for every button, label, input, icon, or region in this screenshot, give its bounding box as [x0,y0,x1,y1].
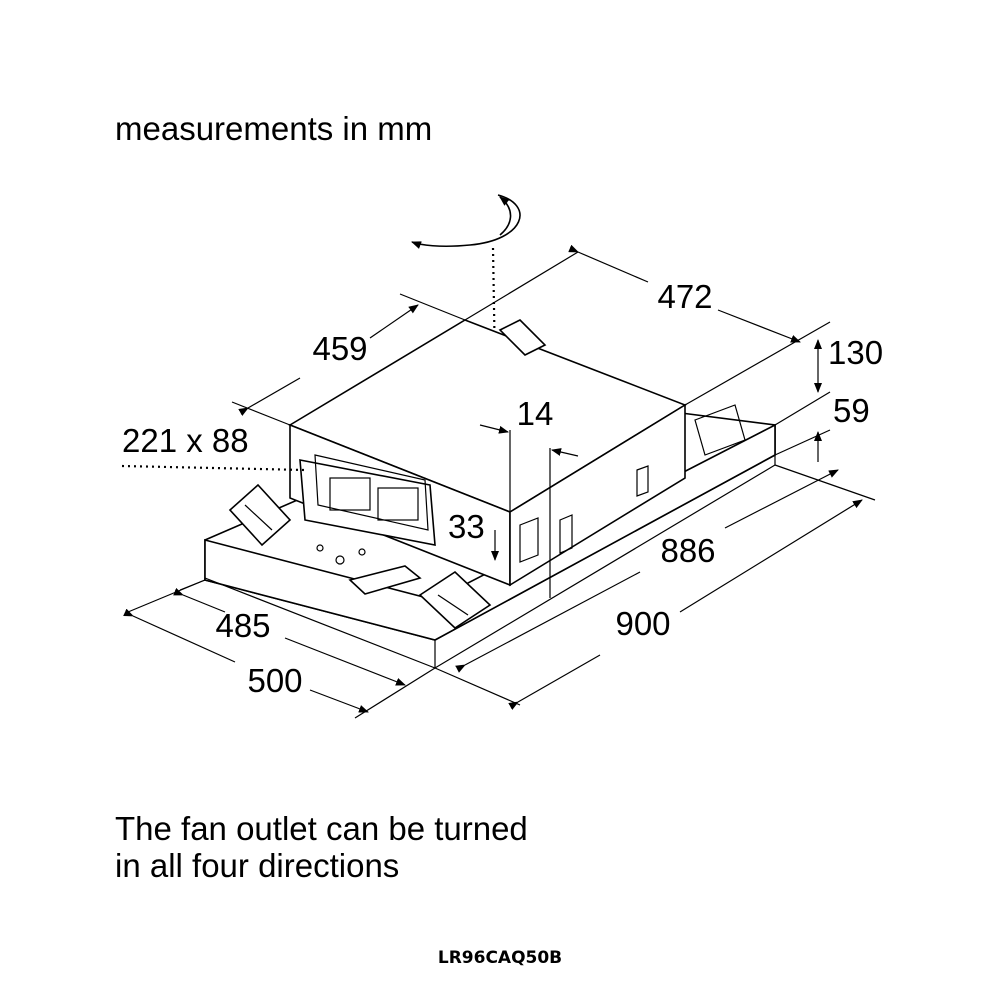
measurements-heading: measurements in mm [115,110,433,147]
dim-label-900: 900 [615,605,670,642]
dim-inner-length: 886 [455,469,839,673]
mounting-bracket-front [418,570,492,630]
dim-label-33: 33 [448,508,485,545]
dim-inner-depth: 485 [173,579,406,686]
dim-label-459: 459 [312,330,367,367]
mounting-bracket-left [228,483,292,547]
model-number: LR96CAQ50B [437,948,563,968]
dim-outer-length: 900 [434,464,876,710]
dim-label-500: 500 [247,662,302,699]
dim-label-59: 59 [833,392,870,429]
dim-top-depth: 459 [231,293,466,426]
dim-heights: 130 59 [774,334,883,462]
rotation-note-line-1: The fan outlet can be turned [115,810,528,847]
rotation-note: The fan outlet can be turned in all four… [115,810,528,884]
dim-top-width: 472 [464,244,831,406]
fan-outlet [299,454,436,546]
dim-label-outlet: 221 x 88 [122,422,249,459]
dim-label-485: 485 [215,607,270,644]
dim-outlet-height: 33 [448,508,499,561]
dim-outer-depth: 500 [123,579,436,719]
rotation-arrow-icon [411,194,521,426]
dim-label-472: 472 [657,278,712,315]
dim-offset: 14 [479,395,579,598]
mounting-bracket-back [498,319,547,356]
dim-outlet-size: 221 x 88 [121,422,306,472]
dim-label-886: 886 [660,532,715,569]
dim-label-130: 130 [828,334,883,371]
rotation-note-line-2: in all four directions [115,847,400,884]
dim-label-14: 14 [517,395,554,432]
